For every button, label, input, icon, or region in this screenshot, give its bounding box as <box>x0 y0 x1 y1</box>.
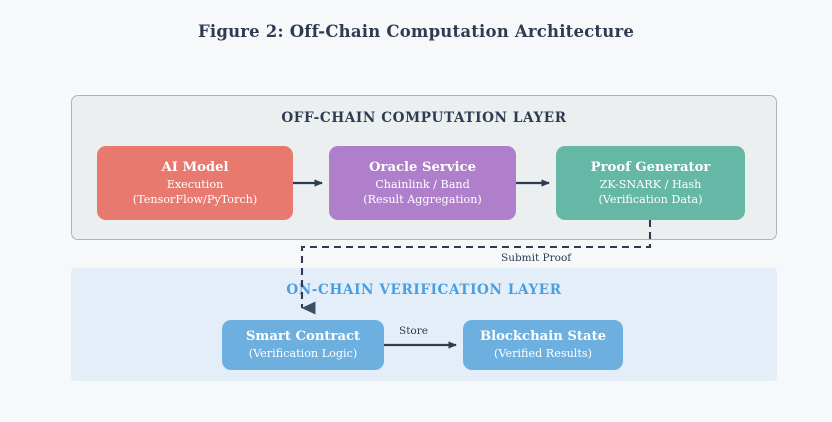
node-proof-generator[interactable]: Proof Generator ZK-SNARK / Hash (Verific… <box>556 146 745 220</box>
node-oracle-service-title: Oracle Service <box>369 159 476 175</box>
node-oracle-service-subtitle: Chainlink / Band <box>375 177 470 191</box>
node-smart-contract-title: Smart Contract <box>245 329 361 345</box>
edge-label-submit-proof: Submit Proof <box>501 252 572 264</box>
node-blockchain-state-title: Blockchain State <box>479 329 607 345</box>
node-blockchain-state-subtitle: (Verified Results) <box>494 346 592 360</box>
node-oracle-service-detail: (Result Aggregation) <box>363 192 482 206</box>
node-proof-generator-title: Proof Generator <box>590 159 711 175</box>
edge-label-store: Store <box>399 325 428 337</box>
node-ai-model[interactable]: AI Model Execution (TensorFlow/PyTorch) <box>97 146 293 220</box>
node-oracle-service[interactable]: Oracle Service Chainlink / Band (Result … <box>329 146 516 220</box>
node-proof-generator-subtitle: ZK-SNARK / Hash <box>599 177 702 191</box>
onchain-layer-title: ON-CHAIN VERIFICATION LAYER <box>286 282 562 298</box>
node-smart-contract[interactable]: Smart Contract (Verification Logic) <box>222 320 384 370</box>
figure-title: Figure 2: Off-Chain Computation Architec… <box>197 22 635 41</box>
node-ai-model-title: AI Model <box>161 159 229 175</box>
node-ai-model-subtitle: Execution <box>166 177 224 191</box>
node-blockchain-state[interactable]: Blockchain State (Verified Results) <box>463 320 623 370</box>
node-smart-contract-subtitle: (Verification Logic) <box>248 346 358 360</box>
offchain-layer-title: OFF-CHAIN COMPUTATION LAYER <box>281 110 567 126</box>
node-proof-generator-detail: (Verification Data) <box>598 192 703 206</box>
node-ai-model-detail: (TensorFlow/PyTorch) <box>132 192 258 206</box>
